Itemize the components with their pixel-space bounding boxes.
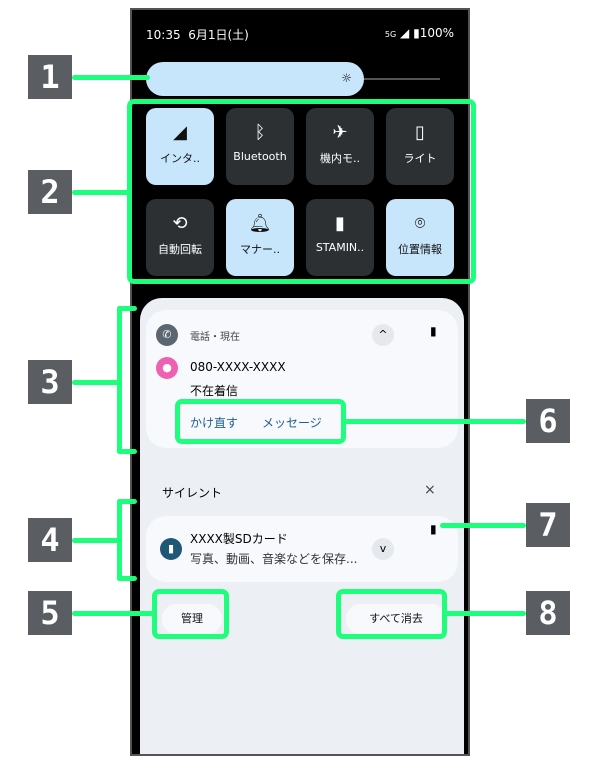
message-button[interactable]: メッセージ [262, 416, 322, 430]
expand-button[interactable]: v [372, 538, 394, 560]
clear-all-button[interactable]: すべて消去 [346, 604, 446, 634]
pin-icon[interactable]: ▮ [430, 324, 437, 338]
tile-label: インタ.. [160, 152, 200, 165]
callout-number: 4 [28, 518, 72, 562]
avatar-icon: ● [156, 357, 178, 379]
bluetooth-icon: ᛒ [254, 122, 266, 143]
date: 6月1日(土) [188, 28, 249, 42]
callout-line [117, 499, 137, 504]
callout-line [117, 306, 137, 311]
phone-icon: ✆ [156, 324, 178, 346]
callout-line [344, 419, 526, 424]
close-icon[interactable]: × [424, 482, 436, 498]
callout-number: 5 [28, 591, 72, 635]
notification-title: XXXX製SDカード [190, 532, 288, 546]
quick-tile[interactable]: 🔔︎ マナー.. [226, 199, 294, 276]
callout-line [72, 75, 150, 80]
quick-tile[interactable]: ◢ インタ.. [146, 108, 214, 185]
network-type: 5G [384, 30, 397, 39]
airplane-icon: ✈ [332, 122, 348, 143]
rotate-icon: ⟲ [172, 213, 188, 234]
status-bar: 10:35 6月1日(土) 5G ◢ ▮100% [146, 26, 454, 43]
callout-line [72, 611, 154, 616]
bell-icon: 🔔︎ [248, 213, 272, 234]
tile-label: STAMIN.. [315, 241, 365, 254]
callout-frame-clear-all [336, 589, 447, 639]
callout-number: 3 [28, 360, 72, 404]
callout-number: 1 [28, 55, 72, 99]
notification-text: 不在着信 [190, 384, 239, 398]
tile-label: 自動回転 [158, 243, 202, 256]
callout-number: 7 [526, 503, 570, 547]
tile-label: Bluetooth [233, 150, 287, 163]
brightness-slider[interactable]: ☼ [146, 62, 364, 96]
call-back-button[interactable]: かけ直す [190, 416, 239, 430]
quick-tile[interactable]: ᛒ Bluetooth [226, 108, 294, 185]
silent-section-header: サイレント [162, 486, 223, 500]
app-name: 電話・現在 [190, 332, 240, 343]
quick-tile[interactable]: ⌾ 位置情報 [386, 199, 454, 276]
callout-number: 8 [526, 591, 570, 635]
tile-label: 機内モ.. [320, 152, 360, 165]
signal-icon: ◢ [173, 122, 187, 143]
battery-icon: ▮ [335, 213, 345, 234]
callout-line [117, 576, 137, 581]
callout-line [72, 190, 130, 195]
missed-call-notification[interactable]: ✆ 電話・現在 ^ ▮ ● 080-XXXX-XXXX 不在着信 かけ直す メッ… [146, 310, 458, 448]
sd-card-icon: ▮ [160, 538, 182, 560]
collapse-button[interactable]: ^ [372, 324, 394, 346]
callout-line [72, 380, 120, 385]
flashlight-icon: ▯ [415, 122, 425, 143]
callout-line [117, 449, 137, 454]
callout-line [445, 611, 526, 616]
callout-number: 6 [526, 399, 570, 443]
callout-frame-manage [152, 589, 229, 639]
battery-icon: ▮ [413, 26, 420, 40]
signal-icon: ◢ [400, 26, 410, 40]
callout-line [72, 538, 120, 543]
callout-frame-quick-settings [127, 99, 476, 284]
caller-number: 080-XXXX-XXXX [190, 360, 286, 374]
quick-tile[interactable]: ▮ STAMIN.. [306, 199, 374, 276]
notification-panel: ✆ 電話・現在 ^ ▮ ● 080-XXXX-XXXX 不在着信 かけ直す メッ… [140, 298, 464, 754]
tile-label: 位置情報 [398, 243, 442, 256]
quick-tile[interactable]: ▯ ライト [386, 108, 454, 185]
tile-label: マナー.. [240, 243, 280, 256]
brightness-track[interactable] [364, 78, 440, 80]
location-icon: ⌾ [414, 213, 426, 234]
time: 10:35 [146, 28, 181, 42]
sd-card-notification[interactable]: ▮ XXXX製SDカード 写真、動画、音楽などを保存... v ▮ [146, 516, 458, 582]
battery-level: 100% [419, 26, 454, 40]
notification-text: 写真、動画、音楽などを保存... [190, 552, 358, 566]
quick-tile[interactable]: ⟲ 自動回転 [146, 199, 214, 276]
manage-button[interactable]: 管理 [162, 604, 222, 634]
pin-icon[interactable]: ▮ [430, 522, 437, 536]
callout-number: 2 [28, 170, 72, 214]
callout-frame-actions [175, 399, 346, 444]
tile-label: ライト [403, 152, 437, 165]
brightness-icon: ☼ [341, 71, 352, 85]
quick-tile[interactable]: ✈ 機内モ.. [306, 108, 374, 185]
callout-line [440, 523, 526, 528]
